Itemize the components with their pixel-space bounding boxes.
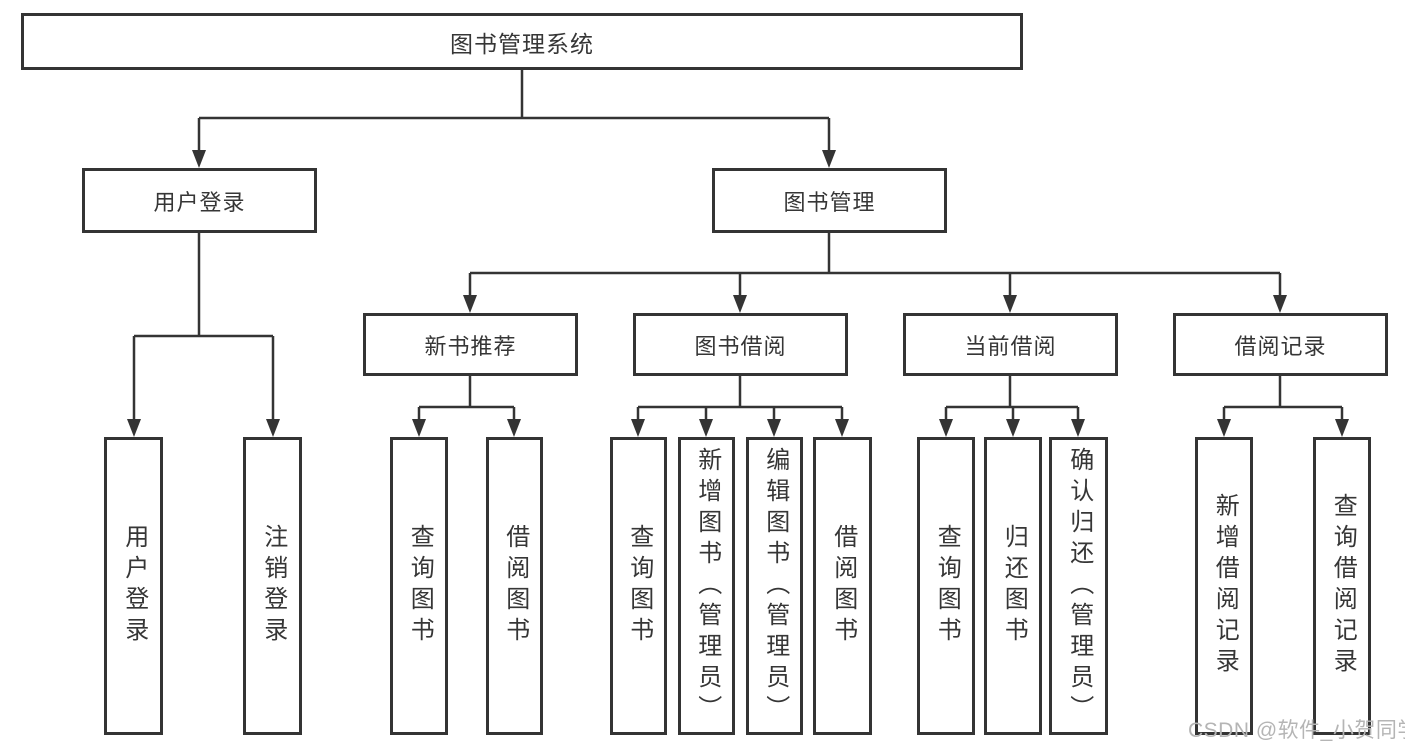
arrowhead bbox=[463, 295, 477, 313]
arrowhead bbox=[1335, 419, 1349, 437]
arrowhead bbox=[631, 419, 645, 437]
node-label: 图书管理系统 bbox=[450, 30, 594, 57]
arrowhead bbox=[1006, 419, 1020, 437]
node-label: 归还图书 bbox=[1000, 524, 1028, 648]
leaf-borrow-books-recommend: 借阅图书 bbox=[486, 437, 543, 735]
leaf-query-borrow-record: 查询借阅记录 bbox=[1313, 437, 1371, 735]
arrowhead bbox=[412, 419, 426, 437]
leaf-edit-books-admin: 编辑图书（管理员） bbox=[746, 437, 803, 735]
node-label: 查询借阅记录 bbox=[1329, 493, 1357, 679]
leaf-query-books-current: 查询图书 bbox=[917, 437, 975, 735]
leaf-query-books-recommend: 查询图书 bbox=[390, 437, 448, 735]
arrowhead bbox=[192, 150, 206, 168]
leaf-borrow-books: 借阅图书 bbox=[813, 437, 872, 735]
connector-borrowing-records-to-leaves bbox=[1222, 376, 1344, 421]
leaf-add-borrow-record: 新增借阅记录 bbox=[1195, 437, 1253, 735]
node-label: 借阅记录 bbox=[1234, 333, 1327, 359]
arrowhead bbox=[733, 295, 747, 313]
node-label: 借阅图书 bbox=[829, 524, 857, 648]
arrowhead bbox=[507, 419, 521, 437]
leaf-user-login: 用户登录 bbox=[104, 437, 163, 735]
arrowhead bbox=[127, 419, 141, 437]
node-label: 查询图书 bbox=[406, 524, 434, 648]
node-user-login: 用户登录 bbox=[82, 168, 317, 233]
node-label: 当前借阅 bbox=[964, 333, 1057, 359]
leaf-return-books: 归还图书 bbox=[984, 437, 1042, 735]
node-label: 确认归还（管理员） bbox=[1065, 446, 1093, 726]
node-label: 用户登录 bbox=[120, 524, 148, 648]
connector-lines bbox=[132, 70, 1344, 421]
arrowhead bbox=[835, 419, 849, 437]
arrowhead bbox=[1003, 295, 1017, 313]
node-label: 用户登录 bbox=[153, 189, 246, 215]
node-current-borrowing: 当前借阅 bbox=[903, 313, 1118, 376]
leaf-confirm-return-admin: 确认归还（管理员） bbox=[1049, 437, 1108, 735]
node-label: 图书借阅 bbox=[694, 333, 787, 359]
node-book-borrowing: 图书借阅 bbox=[633, 313, 848, 376]
node-library-management-system: 图书管理系统 bbox=[21, 13, 1023, 70]
arrowhead bbox=[266, 419, 280, 437]
node-label: 新书推荐 bbox=[424, 333, 517, 359]
leaf-query-books-borrowing: 查询图书 bbox=[610, 437, 667, 735]
arrowhead bbox=[1217, 419, 1231, 437]
connector-book-management-to-level3 bbox=[468, 233, 1282, 297]
arrowhead bbox=[767, 419, 781, 437]
arrowhead bbox=[939, 419, 953, 437]
arrowhead bbox=[1273, 295, 1287, 313]
node-book-management: 图书管理 bbox=[712, 168, 947, 233]
csdn-watermark: CSDN @软件_小贺同学 bbox=[1188, 719, 1405, 742]
node-label: 编辑图书（管理员） bbox=[761, 446, 789, 726]
arrowhead bbox=[699, 419, 713, 437]
leaf-add-books-admin: 新增图书（管理员） bbox=[678, 437, 735, 735]
connector-current-borrowing-to-leaves bbox=[944, 376, 1080, 421]
node-label: 查询图书 bbox=[625, 524, 653, 648]
connector-new-book-recommend-to-leaves bbox=[417, 376, 516, 421]
node-label: 图书管理 bbox=[783, 189, 876, 215]
arrowhead bbox=[1071, 419, 1085, 437]
node-label: 借阅图书 bbox=[501, 524, 529, 648]
connector-book-borrowing-to-leaves bbox=[636, 376, 844, 421]
node-label: 新增借阅记录 bbox=[1211, 493, 1239, 679]
connector-user-login-to-leaves bbox=[132, 233, 275, 420]
node-label: 新增图书（管理员） bbox=[693, 446, 721, 726]
connector-root-to-level2 bbox=[197, 70, 831, 151]
node-label: 查询图书 bbox=[933, 524, 961, 648]
arrowhead bbox=[822, 150, 836, 168]
node-label: 注销登录 bbox=[259, 524, 287, 648]
node-new-book-recommend: 新书推荐 bbox=[363, 313, 578, 376]
arrowheads bbox=[127, 150, 1349, 437]
leaf-logout: 注销登录 bbox=[243, 437, 302, 735]
node-borrowing-records: 借阅记录 bbox=[1173, 313, 1388, 376]
